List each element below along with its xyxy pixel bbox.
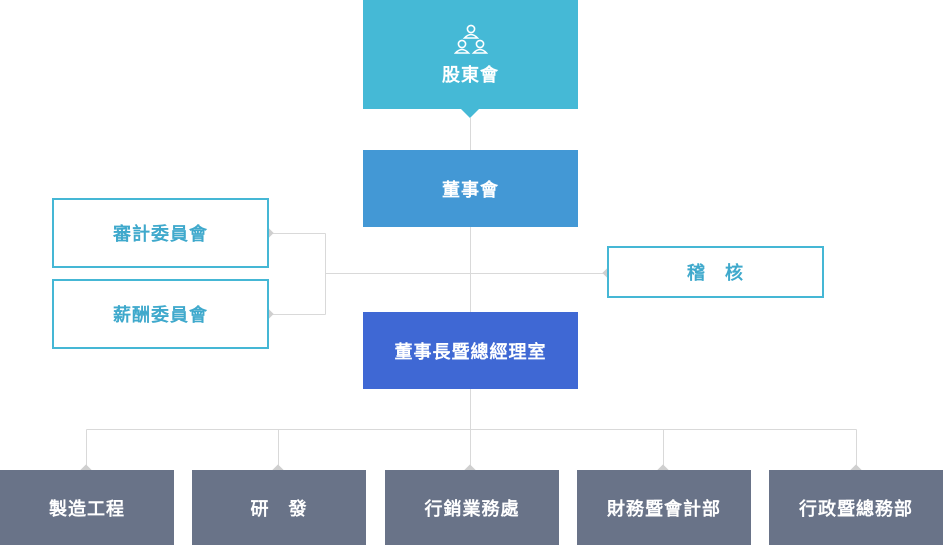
department-box: 製造工程 bbox=[0, 470, 174, 545]
chairman-office-box: 董事長暨總經理室 bbox=[363, 312, 578, 389]
board-label: 董事會 bbox=[442, 179, 499, 201]
board-box: 董事會 bbox=[363, 150, 578, 227]
compensation-committee-box: 薪酬委員會 bbox=[52, 279, 269, 349]
people-group-icon bbox=[453, 24, 488, 54]
department-label: 研 發 bbox=[250, 498, 308, 520]
audit-committee-box: 審計委員會 bbox=[52, 198, 269, 268]
chairman-office-label: 董事長暨總經理室 bbox=[394, 341, 547, 363]
department-box: 行政暨總務部 bbox=[769, 470, 943, 545]
department-box: 研 發 bbox=[192, 470, 366, 545]
audit-committee-label: 審計委員會 bbox=[113, 224, 208, 245]
shareholders-box: 股東會 bbox=[363, 0, 578, 109]
department-box: 財務暨會計部 bbox=[577, 470, 751, 545]
department-label: 行銷業務處 bbox=[424, 498, 520, 520]
department-label: 製造工程 bbox=[49, 498, 125, 520]
compensation-committee-label: 薪酬委員會 bbox=[113, 305, 208, 326]
department-label: 財務暨會計部 bbox=[607, 498, 721, 520]
internal-audit-box: 稽 核 bbox=[607, 246, 824, 298]
down-arrow bbox=[461, 109, 479, 118]
internal-audit-label: 稽 核 bbox=[687, 263, 744, 284]
department-box: 行銷業務處 bbox=[385, 470, 559, 545]
shareholders-label: 股東會 bbox=[442, 64, 499, 86]
department-label: 行政暨總務部 bbox=[799, 498, 913, 520]
